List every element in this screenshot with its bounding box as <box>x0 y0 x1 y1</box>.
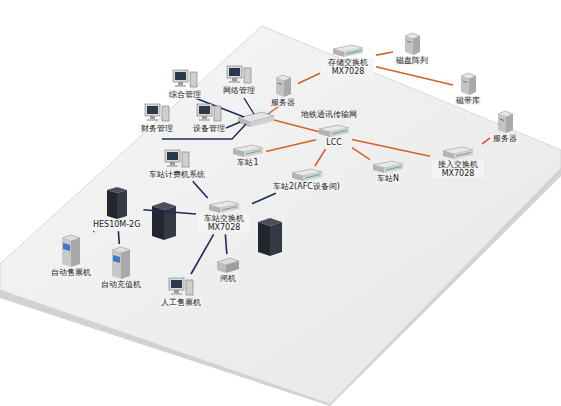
device-label: 闸机 <box>219 274 237 283</box>
network-link <box>193 181 208 198</box>
device-label: 人工售票机 <box>160 298 202 307</box>
floor-edge <box>0 168 561 406</box>
kiosk-icon <box>61 234 81 268</box>
device-label: 车站计费机系统 <box>148 170 206 179</box>
network-link <box>482 138 490 144</box>
network-link <box>225 234 226 254</box>
device-node: 闸机 <box>216 256 240 283</box>
management-wires <box>162 96 320 139</box>
switch-icon <box>208 200 240 214</box>
device-label: 车站N <box>376 174 400 183</box>
network-link <box>93 230 95 232</box>
switch-icon <box>332 44 364 58</box>
device-label: 网络管理 <box>222 86 256 95</box>
device-node: 接入交换机 MX7028 <box>432 146 484 178</box>
gate-icon <box>216 256 240 274</box>
device-label: 设备管理 <box>192 124 226 133</box>
network-link <box>352 148 370 160</box>
network-link <box>266 140 316 152</box>
device-label: 车站2(AFC设备间) <box>272 182 341 191</box>
network-link <box>191 234 214 274</box>
equipment-rack <box>258 218 282 256</box>
device-node: 车站2(AFC设备间) <box>272 168 341 191</box>
device-node: 车站N <box>372 160 404 183</box>
tower-icon <box>495 110 515 134</box>
device-label: LCC <box>325 138 343 147</box>
device-node: 车站1 <box>232 144 264 167</box>
pc-icon <box>226 64 252 86</box>
device-node: 车站交换机 MX7028 <box>198 200 250 232</box>
device-node: 存储交换机 MX7028 <box>322 44 374 76</box>
device-label: 磁带库 <box>455 96 481 105</box>
device-node: 服务器 <box>270 74 296 107</box>
device-node: LCC <box>318 124 350 147</box>
device-node: HES10M-2G <box>92 186 141 229</box>
device-node: 设备管理 <box>192 102 226 133</box>
device-node: 磁带库 <box>455 72 481 105</box>
device-label: 服务器 <box>270 98 296 107</box>
device-label: HES10M-2G <box>92 220 141 229</box>
device-node: 自动充值机 <box>100 246 142 289</box>
pc-icon <box>196 102 222 124</box>
network-link <box>376 52 393 55</box>
device-label: 服务器 <box>492 134 518 143</box>
kiosk-icon <box>111 246 131 280</box>
tower-icon <box>458 72 478 96</box>
rack-icon <box>106 186 128 220</box>
device-node: 服务器 <box>492 110 518 143</box>
device-label: 接入交换机 MX7028 <box>432 160 484 178</box>
network-link <box>376 67 453 85</box>
pc-icon <box>144 102 170 124</box>
pc-icon <box>164 148 190 170</box>
pc-icon <box>172 68 198 90</box>
device-label: 磁盘阵列 <box>395 56 429 65</box>
device-label: 车站交换机 MX7028 <box>198 214 250 232</box>
device-node: 网络管理 <box>222 64 256 95</box>
device-label: 存储交换机 MX7028 <box>322 58 374 76</box>
network-link <box>315 149 326 166</box>
device-node: 综合管理 <box>168 68 202 99</box>
device-node: 磁盘阵列 <box>395 32 429 65</box>
switch-icon <box>318 124 350 138</box>
device-node: 自动售票机 <box>50 234 92 277</box>
switch-icon <box>372 160 404 174</box>
device-node: 财务管理 <box>140 102 174 133</box>
equipment-rack <box>152 202 176 240</box>
network-link <box>298 73 320 83</box>
device-label: 财务管理 <box>140 124 174 133</box>
switch-icon <box>232 144 264 158</box>
network-label: 地铁通讯传输网 <box>300 110 358 119</box>
network-link <box>252 193 276 204</box>
device-label: 车站1 <box>236 158 259 167</box>
switch-icon <box>291 168 323 182</box>
device-label: 自动充值机 <box>100 280 142 289</box>
network-link <box>118 231 121 244</box>
network-link <box>143 210 196 214</box>
pc-icon <box>168 276 194 298</box>
device-node: 车站计费机系统 <box>148 148 206 179</box>
device-label: 综合管理 <box>168 90 202 99</box>
tower-icon <box>273 74 293 98</box>
tower-icon <box>402 32 422 56</box>
network-link <box>352 139 430 156</box>
floor-plane <box>0 26 561 404</box>
device-node: 人工售票机 <box>160 276 202 307</box>
device-label: 自动售票机 <box>50 268 92 277</box>
switch-icon <box>442 146 474 160</box>
